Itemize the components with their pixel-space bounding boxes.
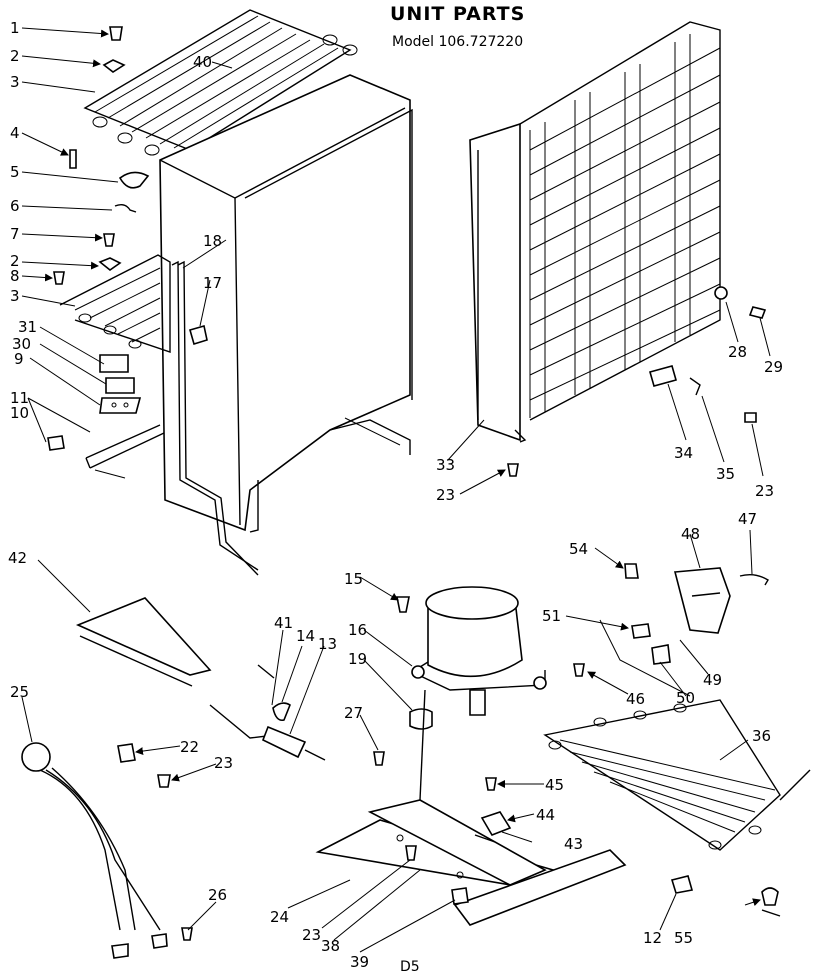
callout-10: 10 xyxy=(10,404,29,422)
footer-code: D5 xyxy=(400,959,420,975)
callout-45: 45 xyxy=(545,776,564,794)
condenser-lower-coil xyxy=(543,699,811,851)
callout-33: 33 xyxy=(436,456,455,474)
callout-39: 39 xyxy=(350,953,369,971)
lower-evaporator-coil xyxy=(59,254,171,353)
defrost-rail-and-screw xyxy=(47,424,165,479)
callout-8: 8 xyxy=(10,267,20,285)
callout-labels: 1 2 3 40 4 5 6 7 2 8 3 31 30 9 11 10 18 … xyxy=(8,19,783,975)
callout-11: 11 xyxy=(10,389,29,407)
callout-36: 36 xyxy=(752,727,771,745)
cord-clamp-screws xyxy=(117,743,497,941)
callout-4: 4 xyxy=(10,124,20,142)
callout-30: 30 xyxy=(12,335,31,353)
callout-41: 41 xyxy=(274,614,293,632)
callout-2: 2 xyxy=(10,47,20,65)
callout-22: 22 xyxy=(180,738,199,756)
callout-9: 9 xyxy=(14,350,24,368)
callout-23-c: 23 xyxy=(214,754,233,772)
relay-overload xyxy=(573,563,769,677)
callout-19: 19 xyxy=(348,650,367,668)
callout-3: 3 xyxy=(10,73,20,91)
callout-49: 49 xyxy=(703,671,722,689)
callout-27: 27 xyxy=(344,704,363,722)
callout-26: 26 xyxy=(208,886,227,904)
callout-1: 1 xyxy=(10,19,20,37)
callout-23-d: 23 xyxy=(302,926,321,944)
callout-13: 13 xyxy=(318,635,337,653)
callout-24: 24 xyxy=(270,908,289,926)
compressor xyxy=(411,586,547,716)
callout-23-a: 23 xyxy=(436,486,455,504)
callout-55: 55 xyxy=(674,929,693,947)
model-number: Model 106.727220 xyxy=(392,34,523,50)
callout-2b: 2 xyxy=(10,252,20,270)
condenser-coil xyxy=(469,21,721,443)
drier-filter xyxy=(209,664,326,761)
callout-54: 54 xyxy=(569,540,588,558)
callout-15: 15 xyxy=(344,570,363,588)
callout-38: 38 xyxy=(321,937,340,955)
top-evaporator-coil xyxy=(83,9,358,156)
callout-16: 16 xyxy=(348,621,367,639)
callout-29: 29 xyxy=(764,358,783,376)
callout-46: 46 xyxy=(626,690,645,708)
base-frame xyxy=(315,689,627,926)
diagram-title: UNIT PARTS xyxy=(390,3,525,25)
callout-47: 47 xyxy=(738,510,757,528)
callout-44: 44 xyxy=(536,806,555,824)
power-cord xyxy=(21,742,168,959)
callout-25: 25 xyxy=(10,683,29,701)
condensate-pan xyxy=(75,597,212,687)
callout-51: 51 xyxy=(542,607,561,625)
callout-42: 42 xyxy=(8,549,27,567)
callout-17: 17 xyxy=(203,274,222,292)
callout-7: 7 xyxy=(10,225,20,243)
callout-3b: 3 xyxy=(10,287,20,305)
callout-35: 35 xyxy=(716,465,735,483)
condenser-hardware xyxy=(507,286,767,477)
callout-5: 5 xyxy=(10,163,20,181)
callout-14: 14 xyxy=(296,627,315,645)
callout-28: 28 xyxy=(728,343,747,361)
bottom-right-parts xyxy=(670,875,781,917)
callout-23-b: 23 xyxy=(755,482,774,500)
drain-tube xyxy=(171,260,259,576)
callout-6: 6 xyxy=(10,197,20,215)
callout-31: 31 xyxy=(18,318,37,336)
callout-leaders xyxy=(21,27,771,953)
drain-valve xyxy=(474,811,512,843)
callout-40: 40 xyxy=(193,53,212,71)
callout-18: 18 xyxy=(203,232,222,250)
left-hardware-stack xyxy=(53,26,150,285)
thermostat-clip xyxy=(189,324,208,346)
callout-34: 34 xyxy=(674,444,693,462)
callout-50: 50 xyxy=(676,689,695,707)
callout-48: 48 xyxy=(681,525,700,543)
unit-housing-box xyxy=(159,74,413,533)
compressor-grommet-and-bolt xyxy=(396,596,433,730)
callout-12: 12 xyxy=(643,929,662,947)
mounting-plates xyxy=(99,354,142,414)
callout-43: 43 xyxy=(564,835,583,853)
